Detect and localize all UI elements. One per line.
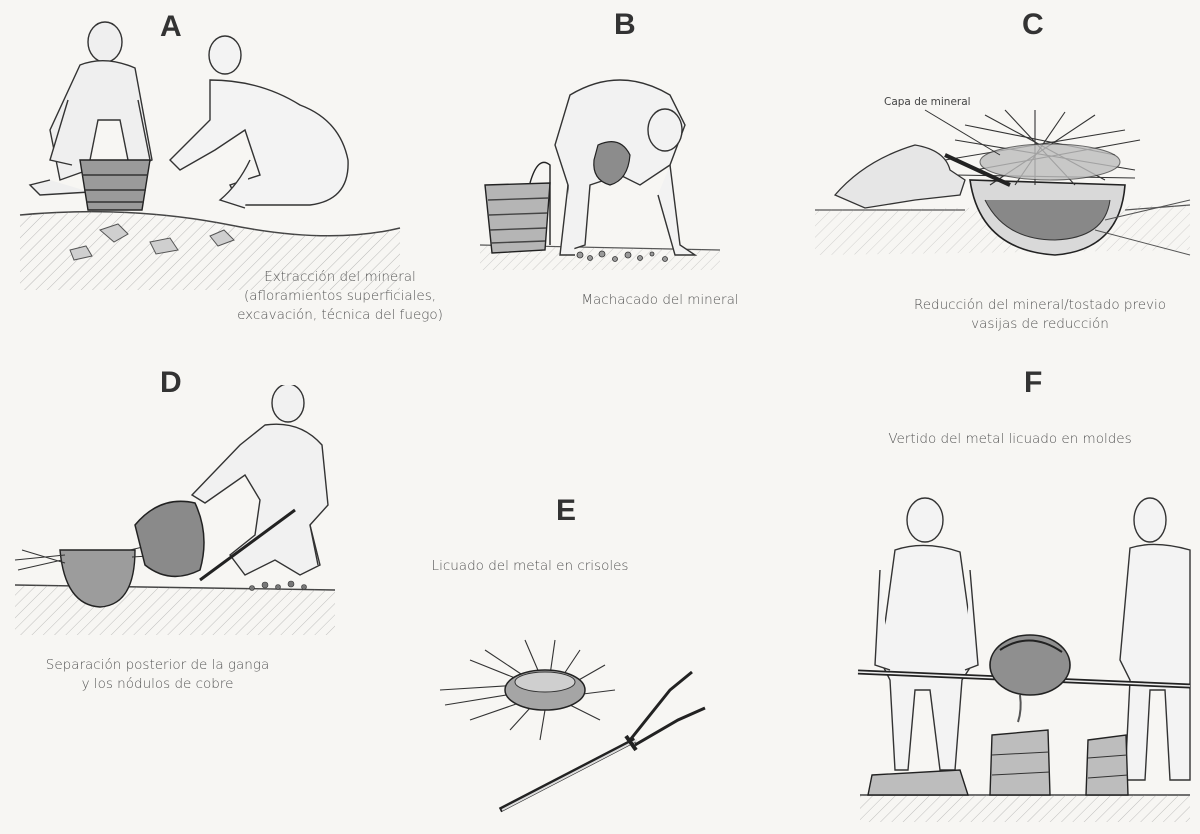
scene-e-melting <box>430 610 730 820</box>
caption-d-line-1: Separación posterior de la ganga <box>20 656 295 675</box>
panel-letter-c: C <box>1022 8 1044 42</box>
scene-b-crushing <box>470 55 730 285</box>
scene-f-drawing <box>850 490 1195 825</box>
caption-d: Separación posterior de la ganga y los n… <box>20 656 295 694</box>
scene-a-extraction <box>10 10 410 290</box>
caption-e-line-1: Licuado del metal en crisoles <box>400 557 660 576</box>
scene-d-separation <box>10 385 340 640</box>
caption-c-line-1: Reducción del mineral/tostado previo <box>880 296 1200 315</box>
caption-f-line-1: Vertido del metal licuado en moldes <box>860 430 1160 449</box>
caption-c-line-2: vasijas de reducción <box>880 315 1200 334</box>
caption-f: Vertido del metal licuado en moldes <box>860 430 1160 449</box>
caption-b: Machacado del mineral <box>560 291 760 310</box>
scene-e-drawing <box>430 610 730 820</box>
scene-f-pouring <box>850 490 1195 825</box>
panel-letter-e: E <box>556 494 576 528</box>
scene-d-drawing <box>10 385 340 640</box>
scene-a-drawing <box>10 10 410 290</box>
caption-c: Reducción del mineral/tostado previo vas… <box>880 296 1200 334</box>
scene-b-drawing <box>470 55 730 285</box>
caption-a-line-3: excavación, técnica del fuego) <box>220 306 460 325</box>
panel-letter-b: B <box>614 8 636 42</box>
caption-b-line-1: Machacado del mineral <box>560 291 760 310</box>
panel-letter-f: F <box>1024 366 1042 400</box>
scene-c-drawing <box>805 100 1195 270</box>
scene-c-reduction <box>805 100 1195 270</box>
caption-d-line-2: y los nódulos de cobre <box>20 675 295 694</box>
caption-e: Licuado del metal en crisoles <box>400 557 660 576</box>
